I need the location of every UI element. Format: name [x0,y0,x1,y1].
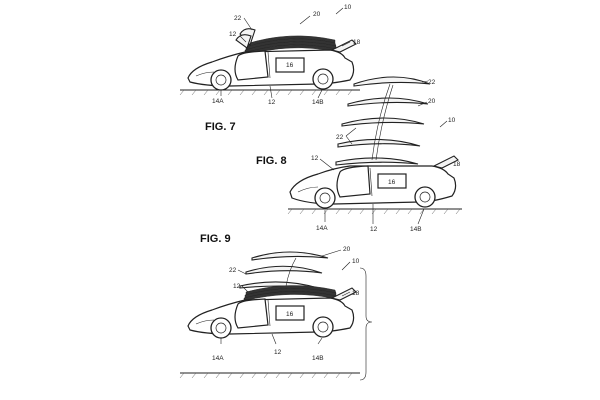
front-wheel [314,187,336,209]
vehicle-body [187,287,357,335]
assembly-bracket [359,267,373,381]
ref-front-wheel: 14A [212,98,224,105]
label-box [275,305,305,321]
figure-7: 22 12 20 10 18 16 14A 12 14B FIG. 7 [179,4,361,133]
figure-8: 22 20 10 22 12 18 16 14A 12 14B FIG. 8 [256,76,462,233]
ref-wing: 22 [234,15,242,22]
ref-rear-wheel: 14B [312,355,324,362]
ref-label-box: 16 [286,62,294,69]
tail-fin [330,39,357,53]
ref-door-lower: 12 [370,226,378,233]
ref-front-wheel: 14A [316,225,328,232]
ref-wing: 22 [428,79,436,86]
ref-door-lower: 12 [268,99,276,106]
figure-7-title: FIG. 7 [205,121,236,133]
ref-door: 12 [311,155,319,162]
ref-door-lower: 12 [274,349,282,356]
label-box [377,173,407,189]
tail-fin [330,287,357,301]
front-wheel [210,69,232,91]
label-box [275,57,305,73]
ref-tail: 18 [453,161,461,168]
ref-assembly: 10 [448,117,456,124]
ref-assembly: 10 [352,258,360,265]
ref-label-box: 16 [286,311,294,318]
ref-wing: 22 [229,267,237,274]
ref-wing-system: 20 [343,246,351,253]
ref-wing-system: 20 [313,11,321,18]
rear-wheel [312,316,334,338]
ref-wing-lower: 22 [336,134,344,141]
ref-label-box: 16 [388,179,396,186]
ref-wing-system: 20 [428,98,436,105]
ref-tail: 18 [352,290,360,297]
deployed-wing-stack [335,76,431,166]
figure-9-title: FIG. 9 [200,233,231,245]
ref-door: 12 [233,283,241,290]
ref-assembly: 10 [344,4,352,11]
ref-door: 12 [229,31,237,38]
front-wheel [210,317,232,339]
figure-8-title: FIG. 8 [256,155,287,167]
folded-wing-stack [235,28,338,57]
ref-rear-wheel: 14B [410,226,422,233]
tail-fin [432,155,459,169]
partially-deployed-wings [239,251,338,302]
rear-wheel [414,186,436,208]
figure-9: 20 10 22 12 18 16 14A 12 14B FIG. 9 [179,233,373,381]
ref-tail: 18 [353,39,361,46]
rear-wheel [312,68,334,90]
ref-front-wheel: 14A [212,355,224,362]
ref-rear-wheel: 14B [312,99,324,106]
